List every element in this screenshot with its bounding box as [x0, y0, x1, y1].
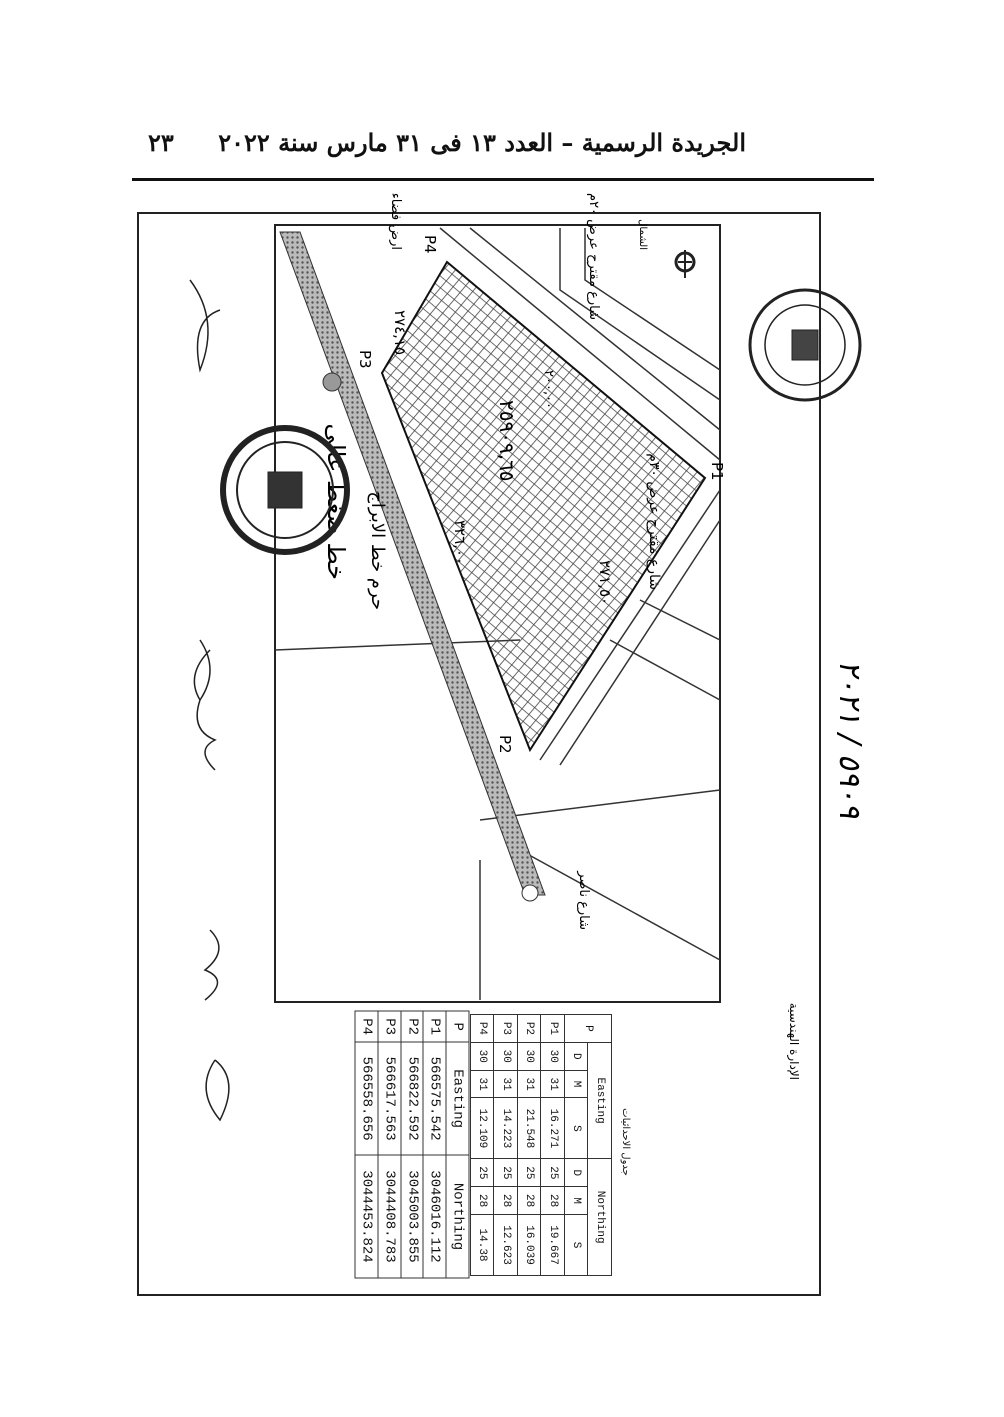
edge-label-1: ٢٧٤,١٥	[391, 310, 409, 355]
col-header: Easting	[446, 1042, 469, 1156]
table-cell: 12.623	[494, 1214, 518, 1276]
outer-frame	[137, 212, 821, 1296]
engineering-dept: الإدارة الهندسية	[786, 1003, 801, 1080]
table-cell: 25	[541, 1158, 565, 1187]
table-cell: 28	[517, 1186, 541, 1215]
tower-marker	[322, 372, 342, 392]
edge-label-4: ٢٠٠,٠٠	[541, 370, 556, 409]
table-cell: 25	[494, 1158, 518, 1187]
table-cell: 28	[470, 1186, 494, 1215]
table-cell: 12.109	[470, 1097, 494, 1159]
label-p4: P4	[421, 235, 439, 254]
table-cell: 28	[541, 1186, 565, 1215]
roads	[274, 227, 721, 1000]
tower-marker	[521, 884, 539, 902]
label-p1: P1	[708, 462, 726, 481]
area-label: ٢٥٩٠٩,٦٥	[495, 400, 519, 482]
table-cell: 30	[517, 1042, 541, 1071]
table-cell: P1	[423, 1011, 447, 1043]
table-cell: 19.667	[541, 1214, 565, 1276]
col-header: Northing	[446, 1155, 469, 1278]
north-label: الشمال	[637, 219, 648, 250]
table-cell: 16.039	[517, 1214, 541, 1276]
sub-header: D	[564, 1158, 588, 1187]
road-top-label: شارع مقترح عرض ٢٠م	[586, 193, 601, 320]
col-header: P	[446, 1011, 469, 1043]
table-cell: 21.548	[517, 1097, 541, 1159]
page-number: ٢٣	[148, 128, 174, 157]
table-cell: 30	[541, 1042, 565, 1071]
col-header: Easting	[588, 1042, 612, 1159]
table-cell: 566558.656	[355, 1042, 378, 1156]
table-cell: 3044408.783	[377, 1155, 401, 1278]
table-cell: P4	[355, 1011, 378, 1043]
edge-label-2: ٣٢٦,٠٠	[451, 520, 469, 565]
parcel-polygon	[380, 260, 707, 753]
table-cell: 31	[541, 1070, 565, 1098]
table-cell: P2	[400, 1011, 424, 1043]
sub-header: S	[564, 1097, 588, 1159]
table-cell: 30	[494, 1042, 518, 1071]
table-cell: 3046016.112	[423, 1155, 447, 1278]
table-cell: P3	[494, 1014, 518, 1043]
table-cell: 31	[517, 1070, 541, 1098]
handwritten-number: ٥٩٠٩ / ٢٠٢١	[832, 660, 867, 819]
map-frame	[274, 224, 721, 1003]
header-rule	[132, 178, 874, 181]
table-cell: 566575.542	[423, 1042, 447, 1156]
dms-table-title: جدول الاحداثيات	[620, 1108, 631, 1176]
table-cell: 30	[470, 1042, 494, 1071]
table-cell: 25	[470, 1158, 494, 1187]
gazette-header-title: الجريدة الرسمية – العدد ١٣ فى ٣١ مارس سن…	[218, 128, 746, 157]
power-zone-label: حرم خط الابراج	[367, 491, 388, 610]
table-cell: 566822.592	[400, 1042, 424, 1156]
signatures	[189, 279, 230, 1122]
street-bottom-label: شارع ناصر	[576, 870, 591, 930]
sub-header: D	[564, 1042, 588, 1071]
table-cell: P2	[517, 1014, 541, 1043]
north-arrow-icon	[674, 250, 696, 278]
table-cell: P1	[541, 1014, 565, 1043]
table-cell: 3044453.824	[355, 1155, 378, 1278]
edge-label-3: ٢٧١,٥٠	[596, 560, 614, 605]
sub-header: M	[564, 1070, 588, 1098]
label-p3: P3	[356, 350, 374, 369]
col-header: P	[564, 1014, 612, 1043]
col-header: Northing	[588, 1158, 612, 1276]
table-cell: 25	[517, 1158, 541, 1187]
road-right-label: شارع مقترح عرض ٣٠م	[646, 453, 662, 590]
vacant-land-label: ارض فضاء	[388, 193, 403, 250]
label-p2: P2	[496, 735, 514, 754]
table-cell: 3045003.855	[400, 1155, 424, 1278]
table-cell: 31	[494, 1070, 518, 1098]
table-cell: 31	[470, 1070, 494, 1098]
table-cell: P3	[377, 1011, 401, 1043]
power-line-corridor	[279, 231, 546, 896]
sub-header: S	[564, 1214, 588, 1276]
table-cell: 28	[494, 1186, 518, 1215]
official-stamp	[220, 425, 350, 555]
table-cell: 566617.563	[377, 1042, 401, 1156]
official-stamp-2	[748, 288, 862, 402]
table-cell: 16.271	[541, 1097, 565, 1159]
table-cell: 14.38	[470, 1214, 494, 1276]
table-cell: P4	[470, 1014, 494, 1043]
sub-header: M	[564, 1186, 588, 1215]
table-cell: 14.223	[494, 1097, 518, 1159]
